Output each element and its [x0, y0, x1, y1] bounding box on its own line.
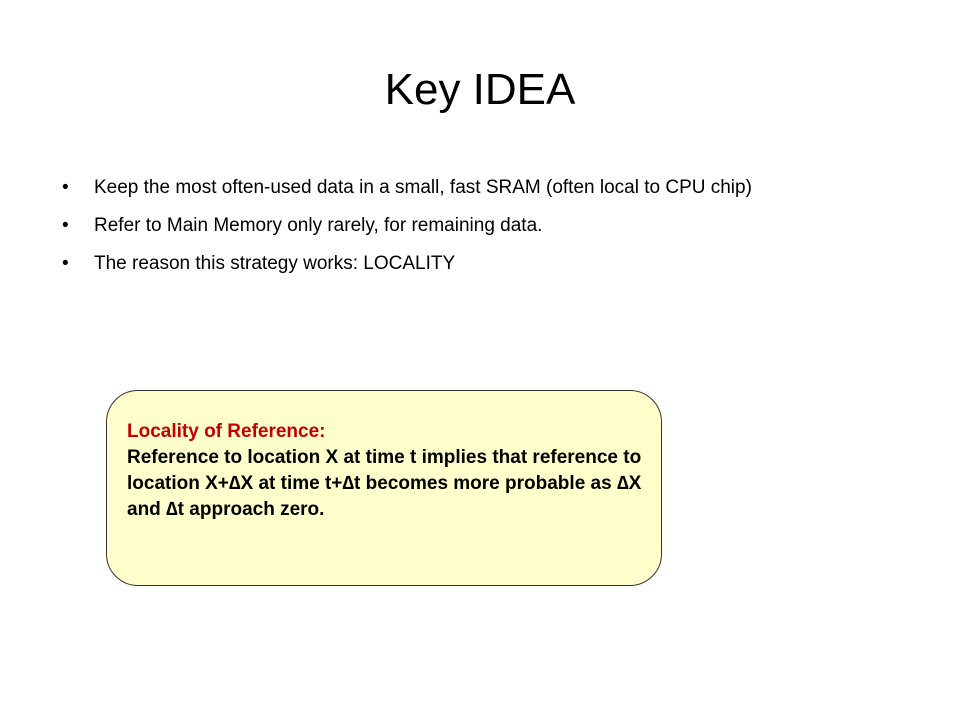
bullet-list: • Keep the most often-used data in a sma…: [62, 176, 882, 290]
bullet-marker: •: [62, 177, 69, 198]
bullet-marker: •: [62, 215, 69, 236]
callout-body: Reference to location X at time t implie…: [127, 447, 642, 520]
locality-callout-box: Locality of Reference: Reference to loca…: [106, 390, 662, 586]
callout-heading: Locality of Reference:: [127, 421, 326, 442]
slide-title: Key IDEA: [384, 65, 576, 114]
bullet-marker: •: [62, 253, 69, 274]
bullet-item: • Keep the most often-used data in a sma…: [62, 176, 882, 200]
bullet-text: The reason this strategy works: LOCALITY: [94, 253, 456, 274]
bullet-text: Keep the most often-used data in a small…: [94, 177, 752, 198]
bullet-text: Refer to Main Memory only rarely, for re…: [94, 215, 543, 236]
bullet-item: • Refer to Main Memory only rarely, for …: [62, 214, 882, 238]
bullet-item: • The reason this strategy works: LOCALI…: [62, 252, 882, 276]
